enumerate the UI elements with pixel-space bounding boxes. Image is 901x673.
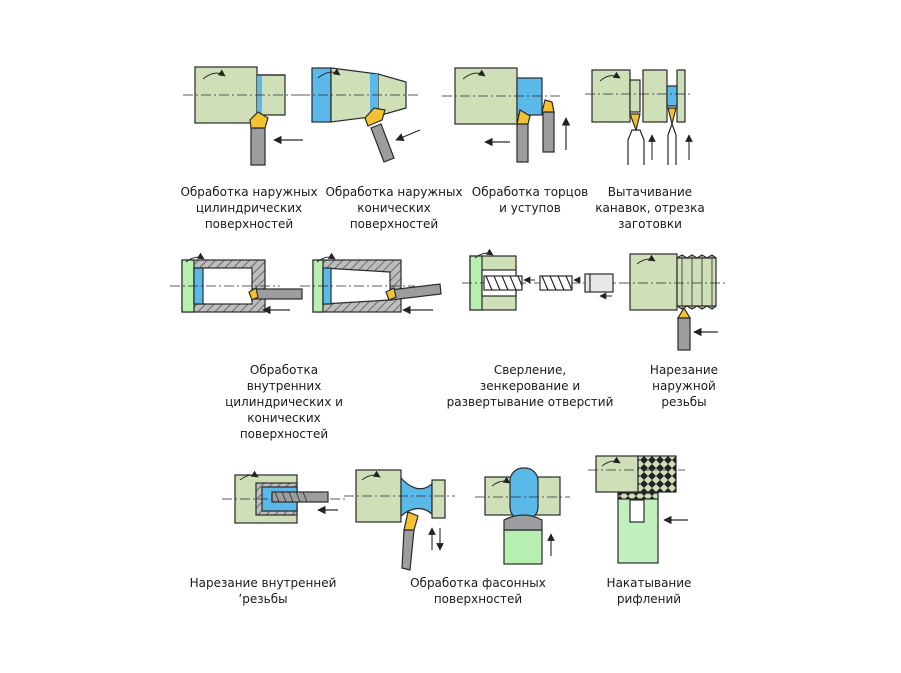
op-external-threading [620,253,725,351]
caption-line: конических [247,411,321,425]
op-face-and-shoulder [442,67,571,163]
caption-knurling: Накатывание рифлений [594,575,704,607]
op-form-turning [344,469,455,571]
caption-face-shoulder: Обработка торцов и уступов [468,184,592,216]
op-external-cylindrical [183,66,303,166]
caption-drilling: Сверление, зенкерование и развертывание … [446,362,614,410]
caption-internal-threading: Нарезание внутренней ’резьбы [188,575,338,607]
caption-line: развертывание отверстий [446,395,614,409]
caption-line: цилиндрических и [225,395,343,409]
caption-line: наружной [652,379,716,393]
caption-external-cylindrical: Обработка наружных цилиндрических поверх… [178,184,320,232]
caption-line: Сверление, [493,363,567,377]
caption-line: поверхностей [349,217,439,231]
caption-line: Обработка фасонных [410,576,546,590]
caption-line: Обработка наружных [325,185,463,199]
caption-line: Обработка наружных [180,185,318,199]
caption-line: Нарезание [649,363,719,377]
caption-line: зенкерование и [479,379,581,393]
caption-external-threading: Нарезание наружной резьбы [638,362,730,410]
caption-external-conical: Обработка наружных конических поверхност… [324,184,464,232]
caption-line: цилиндрических [195,201,303,215]
caption-line: резьбы [661,395,707,409]
caption-grooving: Вытачивание канавок, отрезка заготовки [588,184,712,232]
caption-line: поверхностей [239,427,329,441]
caption-line: и уступов [499,201,561,215]
op-drilling-reaming [462,248,625,311]
caption-line: заготовки [618,217,682,231]
caption-internal-boring: Обработка внутренних цилиндрических и ко… [222,362,346,442]
op-knurling [588,455,688,564]
op-external-conical [300,67,421,163]
drill-bit [483,275,523,291]
caption-line: конических [357,201,431,215]
caption-line: поверхностей [433,592,523,606]
caption-line: рифлений [616,592,682,606]
op-grooving-parting [585,69,693,165]
caption-line: канавок, отрезка [595,201,705,215]
op-internal-boring-2 [300,252,442,315]
caption-form-turning: Обработка фасонных поверхностей [408,575,548,607]
op-form-turning-2 [475,467,570,565]
countersink-tool [539,275,573,291]
caption-line: Обработка торцов [471,185,589,199]
op-internal-threading [222,470,345,524]
caption-line: Нарезание внутренней [189,576,337,590]
caption-line: Вытачивание [607,185,693,199]
op-internal-boring-1 [170,252,303,315]
caption-line: Обработка [249,363,319,377]
caption-line: поверхностей [204,217,294,231]
caption-line: ’резьбы [238,592,288,606]
reamer-tool [584,273,614,293]
caption-line: Накатывание [606,576,692,590]
caption-line: внутренних [246,379,322,393]
